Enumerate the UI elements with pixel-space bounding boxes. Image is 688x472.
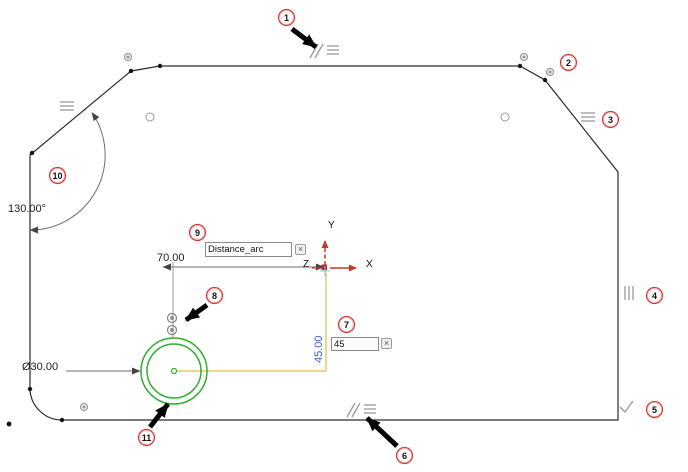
constraint-point-icon-top-right-a[interactable] — [519, 52, 529, 62]
callout-balloon-7: 7 — [338, 316, 355, 333]
callout-arrows — [148, 27, 399, 448]
snap-cross — [320, 266, 330, 276]
sketch-circle[interactable] — [140, 337, 208, 405]
sketch-circle-inner — [146, 343, 202, 399]
vertical-dimension-text[interactable]: 45.00 — [313, 335, 325, 363]
origin-marker — [321, 264, 327, 270]
sketch-csys[interactable] — [312, 240, 357, 276]
callout-balloon-1: 1 — [278, 9, 295, 26]
horizontal-dimension-text[interactable]: 70.00 — [157, 252, 185, 264]
callout-arrow-11 — [148, 402, 170, 429]
circle-center-point — [170, 367, 178, 375]
angle-dimension-arc[interactable] — [29, 112, 106, 234]
callout-arrow-8 — [184, 302, 209, 323]
vertex-points[interactable] — [6, 63, 548, 427]
axis-label-x: X — [366, 259, 373, 270]
callout-balloon-3: 3 — [602, 111, 619, 128]
dof-marker-circles — [145, 112, 510, 122]
constraint-equal-icon-right-chamfer[interactable] — [581, 112, 595, 122]
angle-dimension-text[interactable]: 130.00° — [8, 203, 47, 215]
callout-balloon-5: 5 — [646, 401, 663, 418]
concentric-constraint-icons[interactable] — [166, 312, 178, 336]
callout-balloon-11: 11 — [138, 429, 155, 446]
axis-label-z: Z — [303, 259, 310, 270]
close-icon[interactable]: × — [381, 338, 392, 349]
constraint-point-icon-top-left[interactable] — [123, 52, 133, 62]
constraint-parallel-equal-icon-bottom[interactable] — [346, 402, 376, 418]
callout-balloon-9: 9 — [189, 224, 206, 241]
constraint-tangent-icon-bottom-left[interactable] — [79, 402, 89, 412]
constraint-equal-icon-left-chamfer[interactable] — [60, 101, 74, 111]
distance-arc-name-input[interactable] — [205, 242, 292, 257]
axis-label-y: Y — [328, 220, 335, 231]
callout-balloon-4: 4 — [646, 287, 663, 304]
vertical-dimension-value-input[interactable] — [331, 337, 379, 351]
profile-path[interactable] — [29, 65, 619, 421]
callout-balloon-10: 10 — [49, 167, 66, 184]
sketch-profile-outline[interactable] — [29, 65, 619, 421]
close-icon[interactable]: × — [295, 244, 306, 255]
active-dimension-extension-lines — [176, 273, 327, 372]
callout-balloon-6: 6 — [396, 447, 413, 464]
callout-balloon-2: 2 — [560, 54, 577, 71]
horizontal-dimension-70[interactable] — [162, 262, 325, 338]
sketch-circle-outer — [140, 337, 208, 405]
diameter-dimension-text[interactable]: Ø30.00 — [22, 361, 59, 373]
constraint-point-icon-top-right-b[interactable] — [545, 67, 555, 77]
callout-balloon-8: 8 — [206, 287, 223, 304]
callout-arrow-6 — [365, 416, 399, 448]
constraint-equal-icon-right-edge[interactable] — [624, 286, 634, 300]
callout-arrow-1 — [290, 27, 318, 49]
constraint-glyphs — [60, 43, 634, 418]
constraint-tangent-icon-bottom-right[interactable] — [619, 400, 634, 413]
